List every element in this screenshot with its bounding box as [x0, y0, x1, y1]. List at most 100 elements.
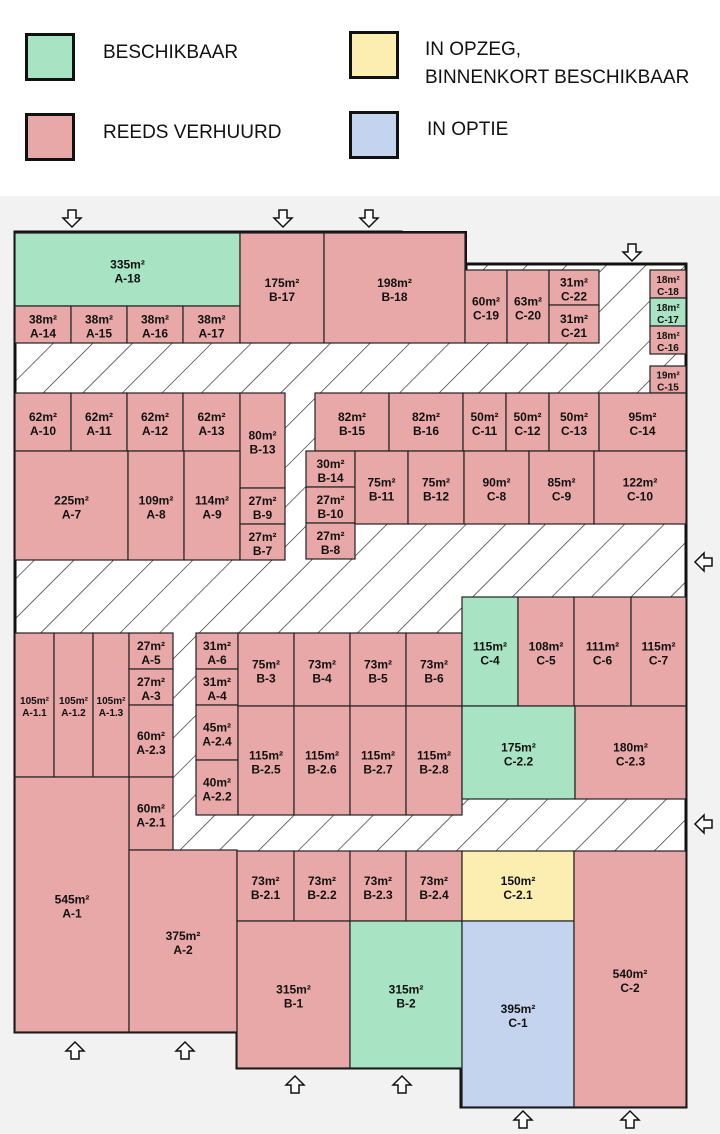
unit-box[interactable] — [573, 596, 632, 707]
unit-box[interactable] — [182, 305, 241, 344]
unit-box[interactable] — [323, 232, 466, 344]
unit-box[interactable] — [388, 392, 464, 452]
unit-box[interactable] — [182, 392, 241, 452]
unit-box[interactable] — [649, 297, 687, 327]
unit-box[interactable] — [236, 850, 295, 922]
unit-box[interactable] — [528, 450, 595, 525]
unit-box[interactable] — [195, 704, 239, 761]
unit-box[interactable] — [405, 850, 463, 922]
unit-box[interactable] — [593, 450, 687, 525]
unit-box[interactable] — [195, 632, 239, 670]
unit-box[interactable] — [236, 920, 351, 1069]
unit-box[interactable] — [14, 776, 130, 1033]
unit-box[interactable] — [649, 269, 687, 299]
unit-box[interactable] — [239, 523, 286, 561]
unit-box[interactable] — [293, 632, 351, 707]
unit-box[interactable] — [183, 450, 241, 561]
unit-box[interactable] — [305, 522, 356, 560]
unit-box[interactable] — [517, 596, 575, 707]
unit-box[interactable] — [649, 325, 687, 355]
unit-box[interactable] — [464, 269, 508, 344]
unit-box[interactable] — [293, 850, 351, 922]
unit-box[interactable] — [126, 392, 184, 452]
unit-box[interactable] — [237, 705, 295, 816]
unit-box[interactable] — [239, 487, 286, 525]
unit-box[interactable] — [349, 850, 407, 922]
unit-box[interactable] — [461, 596, 519, 707]
unit-box[interactable] — [630, 596, 687, 707]
unit-box[interactable] — [126, 305, 184, 344]
unit-box[interactable] — [407, 450, 465, 525]
unit-box[interactable] — [293, 705, 351, 816]
unit-box[interactable] — [70, 392, 128, 452]
unit-box[interactable] — [127, 450, 185, 561]
unit-box[interactable] — [354, 450, 409, 525]
unit-box[interactable] — [237, 632, 295, 707]
unit-box[interactable] — [349, 632, 407, 707]
unit-box[interactable] — [239, 232, 325, 344]
unit-box[interactable] — [92, 632, 130, 778]
unit-box[interactable] — [574, 705, 687, 800]
unit-box[interactable] — [462, 392, 507, 452]
unit-box[interactable] — [461, 705, 576, 800]
unit-box[interactable] — [505, 392, 550, 452]
